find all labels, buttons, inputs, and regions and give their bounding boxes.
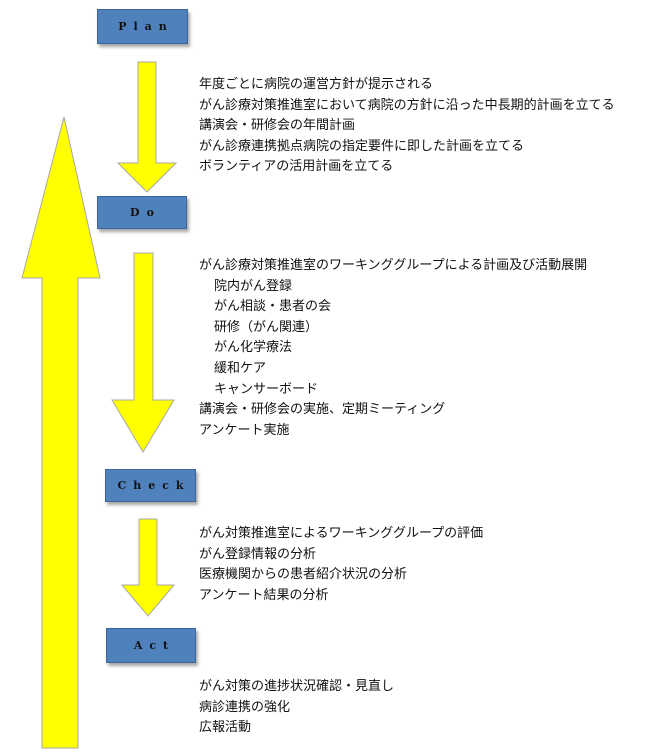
act-item: がん対策の進捗状況確認・見直し — [199, 679, 395, 694]
check-item: がん登録情報の分析 — [199, 546, 317, 562]
do-subitem: 緩和ケア — [214, 360, 267, 376]
arrow-plan-to-do — [116, 61, 178, 193]
act-item-list: がん対策の進捗状況確認・見直し 病診連携の強化 広報活動 — [199, 677, 394, 739]
do-subitem: 研修（がん関連） — [214, 319, 319, 335]
arrow-check-to-act — [120, 518, 176, 617]
plan-item: がん診療対策推進室において病院の方針に沿った中長期的計画を立てる — [199, 97, 615, 113]
check-item-list: がん対策推進室によるワーキンググループの評価 がん登録情報の分析 医療機関からの… — [199, 524, 483, 606]
do-item: がん診療対策推進室のワーキンググループによる計画及び活動展開 — [199, 258, 588, 273]
stage-check: Check — [105, 469, 196, 502]
do-subitem: がん相談・患者の会 — [214, 299, 332, 315]
check-item: アンケート結果の分析 — [199, 587, 329, 603]
do-item-list: がん診療対策推進室のワーキンググループによる計画及び活動展開 院内がん登録 がん… — [199, 256, 587, 441]
stage-plan-label: Plan — [118, 20, 174, 33]
check-item: 医療機関からの患者紹介状況の分析 — [199, 567, 408, 583]
do-subitem: キャンサーボード — [214, 381, 319, 397]
stage-check-label: Check — [117, 479, 191, 492]
stage-do: Do — [97, 196, 187, 229]
stage-act: Act — [106, 628, 196, 663]
stage-plan: Plan — [97, 9, 188, 44]
arrow-act-to-plan — [21, 116, 101, 749]
arrow-do-to-check — [111, 252, 175, 453]
plan-item: ボランティアの活用計画を立てる — [199, 159, 394, 175]
plan-item: がん診療連携拠点病院の指定要件に即した計画を立てる — [199, 138, 525, 154]
plan-item: 講演会・研修会の年間計画 — [199, 118, 356, 134]
do-subitem: がん化学療法 — [214, 340, 293, 356]
stage-act-label: Act — [133, 639, 176, 652]
do-subitem: 院内がん登録 — [214, 278, 293, 294]
do-item: 講演会・研修会の実施、定期ミーティング — [199, 402, 446, 418]
check-item: がん対策推進室によるワーキンググループの評価 — [199, 526, 484, 541]
stage-do-label: Do — [130, 206, 161, 219]
plan-item-list: 年度ごとに病院の運営方針が提示される がん診療対策推進室において病院の方針に沿っ… — [199, 75, 615, 178]
act-item: 病診連携の強化 — [199, 699, 291, 715]
do-item: アンケート実施 — [199, 422, 290, 438]
act-item: 広報活動 — [199, 720, 252, 736]
plan-item: 年度ごとに病院の運営方針が提示される — [199, 77, 434, 92]
